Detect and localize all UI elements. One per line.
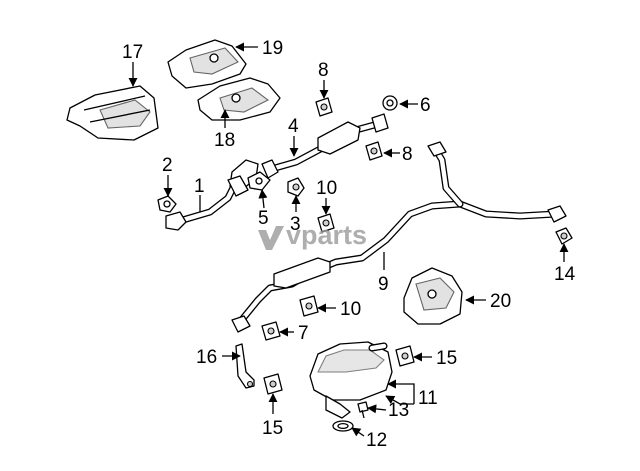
callout-17: 17 xyxy=(122,42,143,63)
hanger-8-lower[interactable] xyxy=(365,141,383,161)
main-pipe-9[interactable] xyxy=(231,141,567,333)
callout-6: 6 xyxy=(420,95,431,116)
muffler-11[interactable] xyxy=(309,341,393,419)
callout-16: 16 xyxy=(196,347,217,368)
hanger-7[interactable] xyxy=(261,321,281,341)
gasket-2[interactable] xyxy=(157,195,177,213)
callout-9: 9 xyxy=(378,274,389,295)
callout-18: 18 xyxy=(214,130,235,151)
callout-12: 12 xyxy=(366,430,387,451)
callout-10-lower: 10 xyxy=(340,299,361,320)
heat-shield-19[interactable] xyxy=(167,39,247,89)
callout-labels: 17 19 18 8 6 4 8 2 1 5 3 10 9 14 20 10 7… xyxy=(122,38,576,451)
callout-15-left: 15 xyxy=(262,418,283,439)
leader-11b xyxy=(385,395,414,405)
callout-13: 13 xyxy=(388,400,409,421)
heat-shield-18[interactable] xyxy=(197,77,281,121)
callout-10-upper: 10 xyxy=(316,178,337,199)
hanger-3[interactable] xyxy=(287,177,305,197)
watermark-text: vparts xyxy=(286,220,367,250)
leader-12 xyxy=(351,427,365,437)
front-pipe-1[interactable] xyxy=(165,159,259,231)
callout-1: 1 xyxy=(194,176,205,197)
hanger-8-upper[interactable] xyxy=(315,97,333,117)
leader-11a xyxy=(387,379,415,404)
hanger-15-left[interactable] xyxy=(263,373,283,395)
hanger-10-lower[interactable] xyxy=(299,295,319,317)
vparts-watermark: vparts xyxy=(258,220,367,250)
bracket-16[interactable] xyxy=(235,343,255,389)
callout-8-upper: 8 xyxy=(318,60,329,81)
callout-19: 19 xyxy=(262,38,283,59)
leader-13 xyxy=(367,404,387,414)
callout-14: 14 xyxy=(554,264,576,285)
gasket-12[interactable] xyxy=(332,420,354,432)
heat-shield-20[interactable] xyxy=(403,267,463,325)
callout-8-lower: 8 xyxy=(402,144,413,165)
gasket-5[interactable] xyxy=(247,171,271,191)
callout-20: 20 xyxy=(490,291,511,312)
callout-5: 5 xyxy=(258,208,269,229)
leader-lines xyxy=(128,42,569,437)
callout-15-right: 15 xyxy=(436,348,457,369)
gasket-6[interactable] xyxy=(382,95,398,111)
callout-4: 4 xyxy=(288,116,299,137)
hanger-15-right[interactable] xyxy=(395,345,415,367)
hanger-14[interactable] xyxy=(555,227,573,245)
bolt-13[interactable] xyxy=(357,401,369,419)
heat-shield-17[interactable] xyxy=(66,85,159,141)
converter-pipe-4[interactable] xyxy=(261,113,389,179)
callout-7: 7 xyxy=(298,323,309,344)
leader-5 xyxy=(258,189,268,209)
hanger-10-upper[interactable] xyxy=(317,213,335,233)
callout-3: 3 xyxy=(290,214,301,235)
callout-11: 11 xyxy=(418,388,438,409)
callout-2: 2 xyxy=(162,155,173,176)
